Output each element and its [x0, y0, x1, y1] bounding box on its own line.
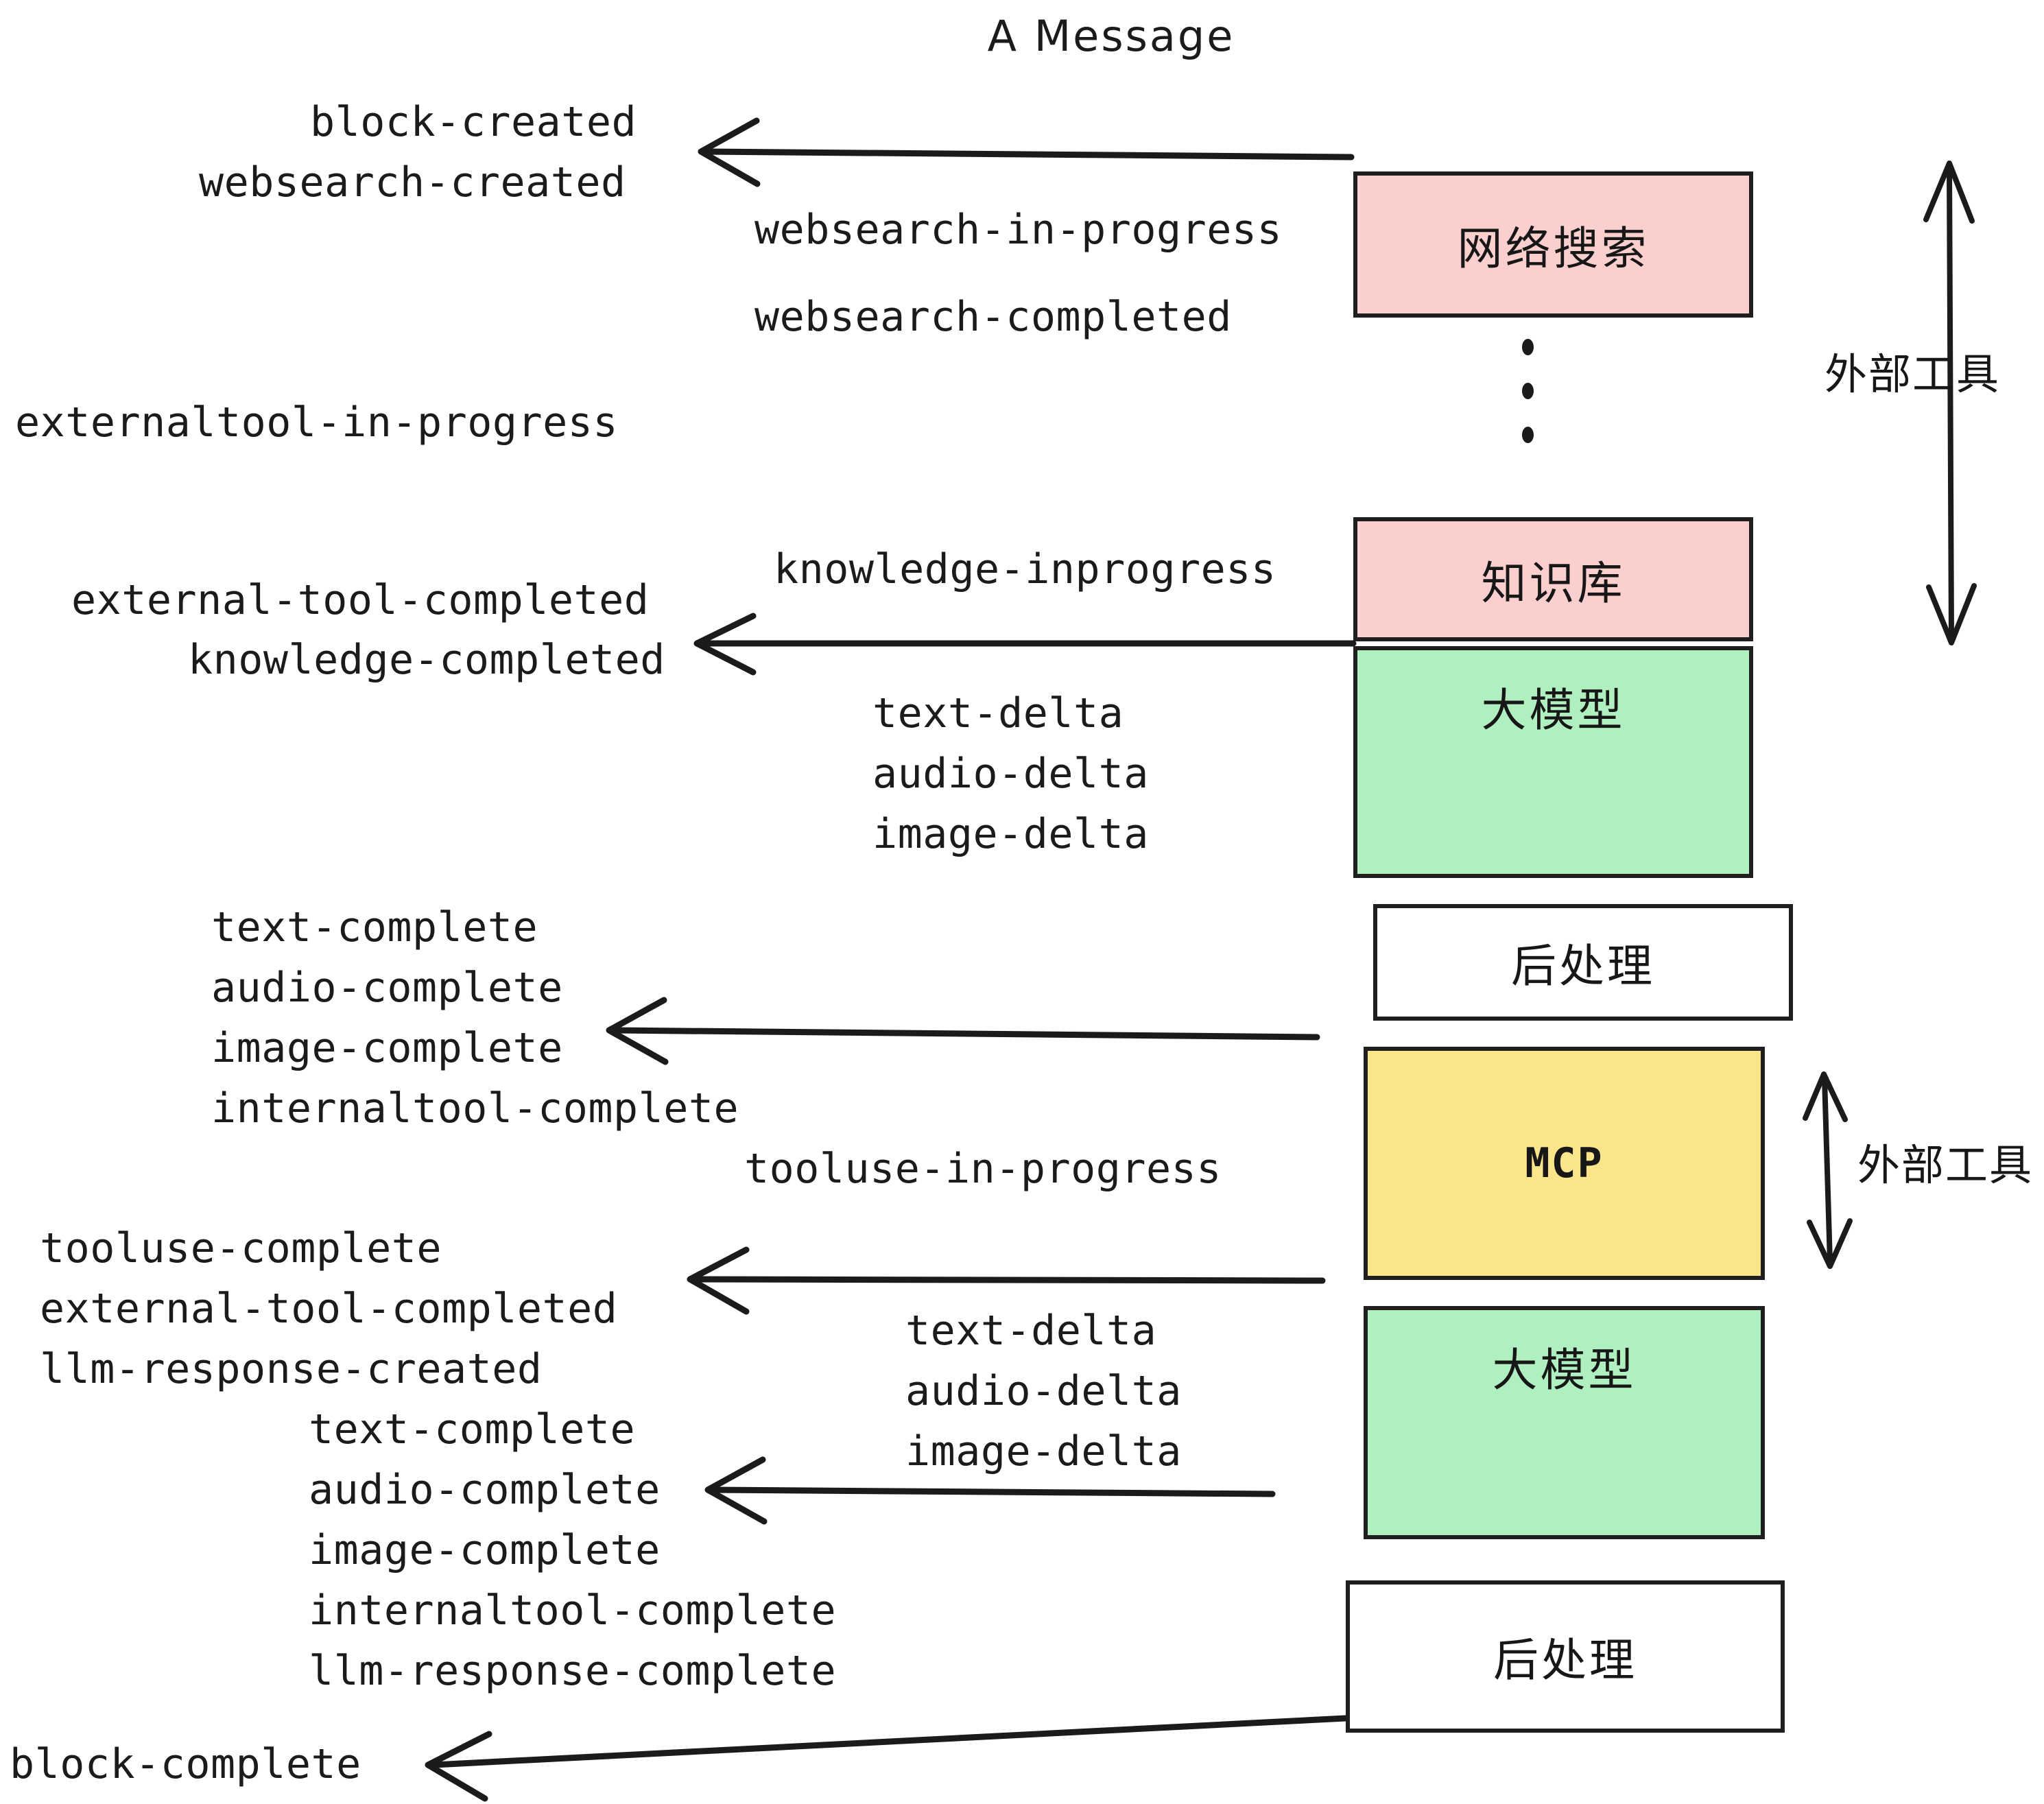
node-postprocess-2[interactable]: 后处理 [1346, 1580, 1785, 1733]
node-websearch[interactable]: 网络搜索 [1353, 171, 1753, 318]
event-text-complete-2: text-complete [309, 1405, 636, 1453]
node-llm-1[interactable]: 大模型 [1353, 646, 1753, 878]
event-llm-response-created: llm-response-created [40, 1345, 543, 1393]
node-llm-2-label: 大模型 [1492, 1344, 1637, 1397]
node-llm-2[interactable]: 大模型 [1364, 1306, 1765, 1539]
ellipsis-icon [1519, 339, 1536, 443]
event-image-delta-1: image-delta [872, 810, 1149, 858]
event-block-complete: block-complete [10, 1740, 361, 1788]
node-mcp-label: MCP [1525, 1139, 1604, 1187]
bracket-external-tool-top [1923, 161, 1977, 645]
page-title: A Message [987, 11, 1235, 61]
event-websearch-in-progress: websearch-in-progress [754, 206, 1283, 254]
event-internaltool-complete-2: internaltool-complete [309, 1587, 837, 1635]
event-audio-delta-2: audio-delta [905, 1367, 1182, 1415]
bracket-external-tool-bottom [1803, 1071, 1853, 1269]
arrow-tooluse-complete [687, 1246, 1326, 1315]
event-external-tool-completed-2: external-tool-completed [40, 1285, 618, 1333]
node-llm-1-label: 大模型 [1481, 684, 1626, 737]
label-external-tool-top: 外部工具 [1825, 349, 2001, 399]
arrow-websearch-created [698, 117, 1355, 187]
event-llm-response-complete: llm-response-complete [309, 1647, 837, 1695]
node-websearch-label: 网络搜索 [1457, 222, 1650, 275]
event-tooluse-complete: tooluse-complete [40, 1224, 442, 1272]
event-text-delta-1: text-delta [872, 689, 1124, 737]
event-audio-complete-1: audio-complete [211, 964, 563, 1012]
arrow-block-complete [425, 1715, 1349, 1802]
event-image-complete-1: image-complete [211, 1024, 563, 1072]
event-externaltool-in-progress: externaltool-in-progress [15, 399, 618, 447]
node-knowledge-label: 知识库 [1481, 556, 1626, 610]
event-image-delta-2: image-delta [905, 1427, 1182, 1475]
node-postprocess-1[interactable]: 后处理 [1373, 904, 1793, 1021]
event-websearch-created: websearch-created [199, 158, 626, 206]
node-postprocess-2-label: 后处理 [1493, 1634, 1637, 1687]
event-text-delta-2: text-delta [905, 1307, 1157, 1355]
event-internaltool-complete-1: internaltool-complete [211, 1084, 739, 1132]
arrow-image-complete [606, 997, 1320, 1065]
event-image-complete-2: image-complete [309, 1526, 661, 1574]
event-text-complete-1: text-complete [211, 903, 538, 951]
event-external-tool-completed-1: external-tool-completed [71, 576, 650, 624]
arrow-knowledge-completed [693, 613, 1357, 676]
node-postprocess-1-label: 后处理 [1511, 940, 1655, 993]
event-audio-complete-2: audio-complete [309, 1466, 661, 1514]
event-knowledge-completed: knowledge-completed [188, 636, 665, 684]
label-external-tool-bottom: 外部工具 [1857, 1140, 2034, 1190]
event-audio-delta-1: audio-delta [872, 750, 1149, 798]
node-mcp[interactable]: MCP [1364, 1047, 1765, 1280]
event-websearch-completed: websearch-completed [754, 293, 1232, 341]
node-knowledge[interactable]: 知识库 [1353, 517, 1753, 641]
event-block-created: block-created [310, 98, 637, 146]
event-knowledge-inprogress: knowledge-inprogress [774, 545, 1276, 593]
event-tooluse-in-progress: tooluse-in-progress [744, 1145, 1222, 1193]
